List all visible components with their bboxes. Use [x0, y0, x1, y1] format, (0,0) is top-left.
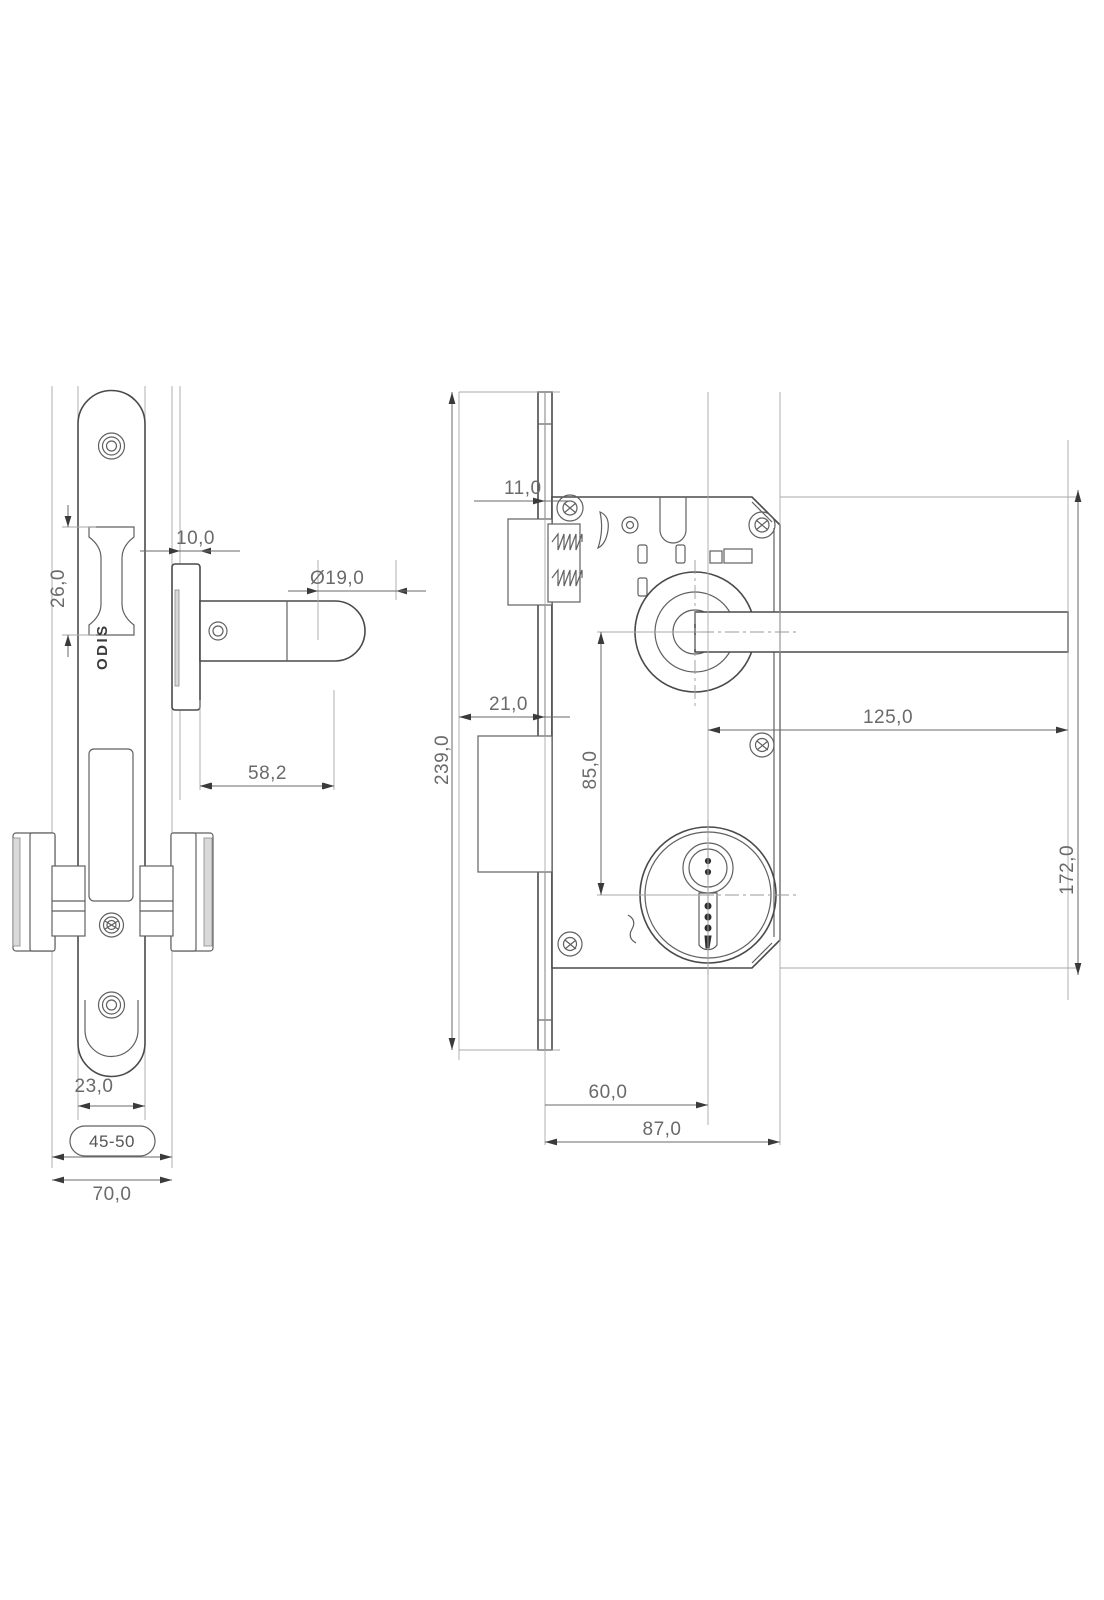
dimension-21-label: 21,0: [489, 694, 528, 715]
dimension-23-label: 23,0: [75, 1076, 114, 1097]
dimension-87-label: 87,0: [643, 1119, 682, 1140]
right-view-extension-lines: [458, 391, 1078, 1145]
left-view-group: ODIS: [12, 386, 397, 1168]
backset-tag: 45-50: [69, 1125, 156, 1157]
right-view-group: [458, 391, 1078, 1145]
upper-fixing-screw: [97, 432, 126, 460]
latch-bolt-top: [507, 518, 581, 606]
dimension-85: 85,0: [580, 631, 700, 896]
lock-case-body: [551, 496, 781, 969]
lever-handle-side-view: [171, 563, 366, 711]
center-fixing-screw: [98, 912, 125, 938]
dimension-87: 87,0: [545, 1119, 780, 1146]
dimension-125: 125,0: [708, 707, 1068, 734]
lower-fixing-screw: [97, 991, 126, 1019]
dimension-10-label: 10,0: [176, 528, 215, 549]
latch-spring: [551, 532, 583, 587]
backset-tag-label: 45-50: [89, 1132, 135, 1151]
lever-hub-cutout: [88, 526, 135, 636]
left-view-dimensions: 26,0 10,0 Ø19,0: [48, 505, 426, 1205]
dimension-10: 10,0: [140, 528, 240, 555]
escutcheon-slot: [88, 748, 134, 902]
cylinder-rose-assembly: [12, 832, 214, 952]
dimension-diameter-19-label: Ø19,0: [310, 568, 364, 589]
lock-case-screw-bottom-left: [557, 931, 583, 957]
dimension-26: 26,0: [48, 505, 96, 657]
dimension-70: 70,0: [52, 1153, 172, 1205]
lock-internal-components: [596, 511, 753, 944]
dimension-85-label: 85,0: [580, 751, 601, 790]
dimension-23: 23,0: [75, 1076, 145, 1110]
dimension-172-label: 172,0: [1057, 845, 1078, 895]
dimension-70-label: 70,0: [93, 1184, 132, 1205]
deadbolt-lower: [477, 735, 553, 873]
dimension-60-label: 60,0: [589, 1082, 628, 1103]
dimension-11: 11,0: [474, 478, 572, 505]
brand-label: ODIS: [94, 623, 111, 670]
dimension-58-2-label: 58,2: [248, 763, 287, 784]
dimension-11-label: 11,0: [504, 478, 542, 499]
lock-case-screw-top-left: [556, 494, 584, 522]
lock-case-screw-mid-right: [749, 732, 775, 758]
dimension-58-2: 58,2: [200, 763, 334, 790]
dimension-239-label: 239,0: [432, 735, 453, 785]
escutcheon-plate: [77, 389, 146, 1078]
dimension-172: 172,0: [1057, 490, 1082, 975]
dimension-125-label: 125,0: [863, 707, 913, 728]
dimension-60: 60,0: [545, 1082, 708, 1109]
lock-case-screw-top-right: [748, 511, 776, 539]
dimension-diameter-19: Ø19,0: [288, 568, 426, 595]
right-view-dimensions: 239,0 11,0 21,0: [432, 392, 1082, 1146]
dimension-26-label: 26,0: [48, 569, 69, 608]
dimension-239: 239,0: [432, 392, 456, 1050]
dimension-21: 21,0: [459, 694, 570, 721]
